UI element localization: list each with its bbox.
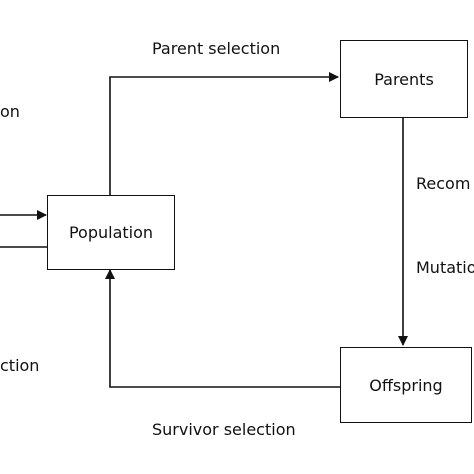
recombination-label: Recom (416, 174, 471, 193)
population-label: Population (68, 223, 154, 242)
initialisation-label: on (0, 102, 20, 121)
mutation-label: Mutatio (416, 258, 474, 277)
survivor-selection-arrow (105, 269, 341, 388)
parents-label: Parents (374, 69, 434, 89)
parent-selection-arrow (109, 72, 339, 195)
population-node: Population (47, 195, 175, 270)
parent-selection-label: Parent selection (152, 39, 281, 58)
offspring-label: Offspring (369, 375, 443, 395)
parents-node: Parents (340, 40, 468, 118)
survivor-selection-label: Survivor selection (152, 420, 296, 439)
termination-label: ction (0, 356, 40, 375)
offspring-node: Offspring (340, 347, 472, 423)
